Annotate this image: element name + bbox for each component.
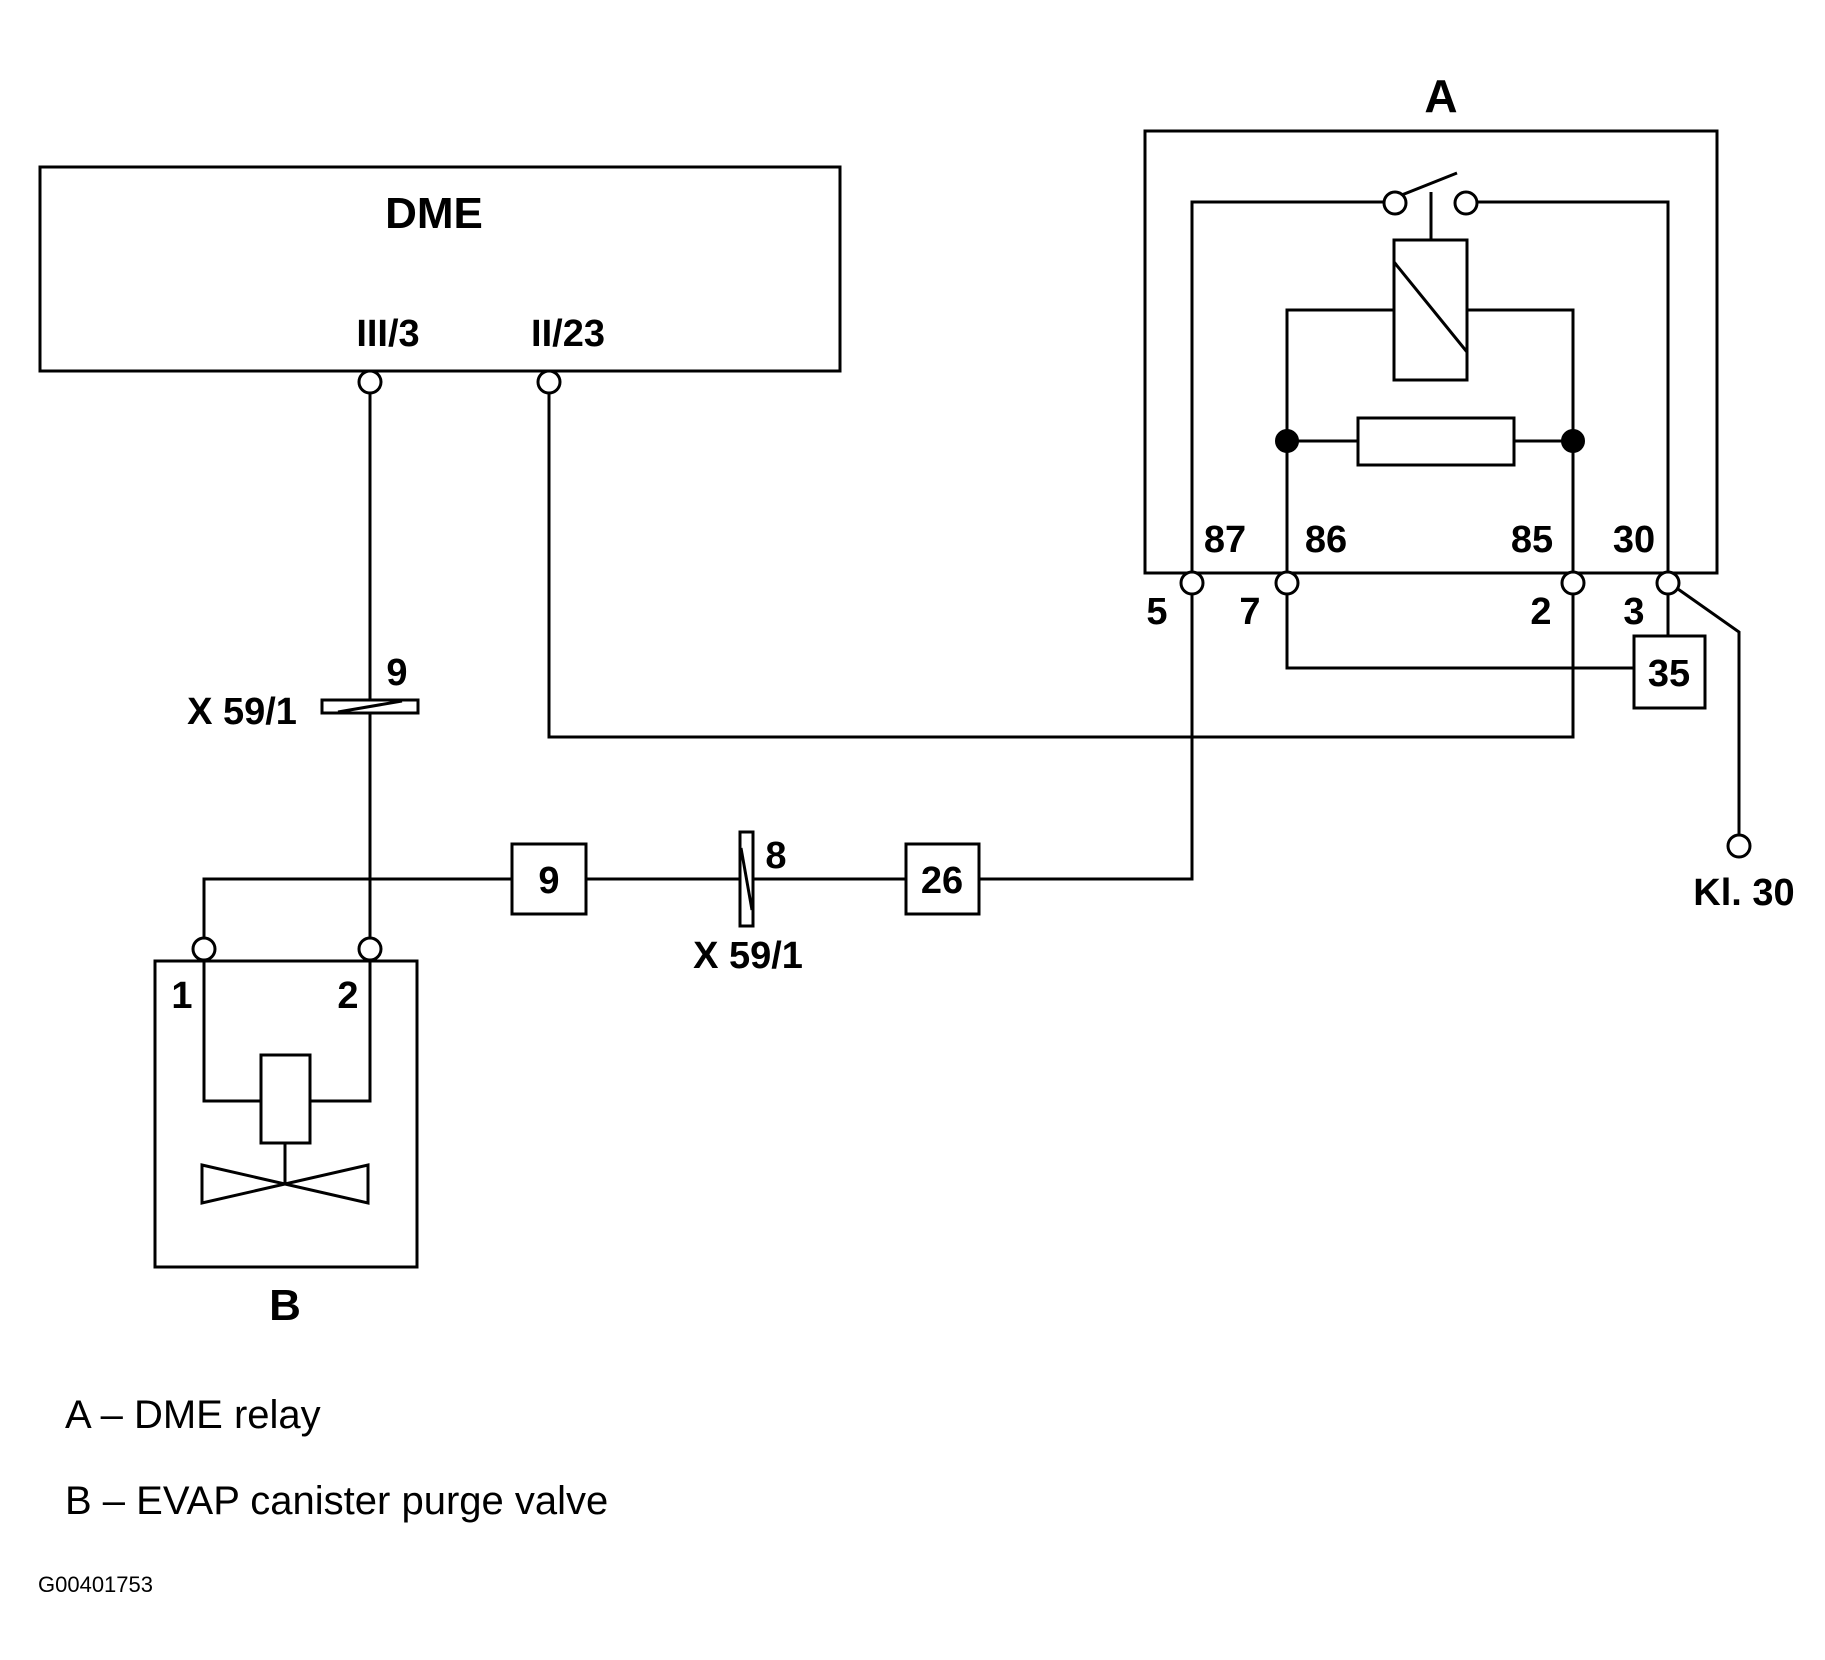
relay-switch-terminal-left (1382, 190, 1408, 216)
relay-terminal-2 (1560, 570, 1586, 596)
dme-pin-iii3-label: III/3 (356, 313, 419, 355)
connector-upper-pin: 9 (386, 652, 407, 694)
valve-wire-1 (202, 961, 261, 1103)
splice-9-label: 9 (538, 860, 559, 902)
wires (202, 393, 1741, 938)
valve-terminal-1 (191, 936, 217, 962)
dme-title: DME (385, 189, 483, 238)
relay-coil (1392, 238, 1469, 382)
connector-lower-hatch (739, 847, 754, 911)
splice-9-box (510, 842, 588, 916)
relay-pin-85-label: 85 (1511, 519, 1553, 561)
relay-wire-87 (1190, 200, 1384, 573)
relay-wire-86 (1285, 308, 1394, 573)
relay-pin-30-label: 30 (1613, 519, 1655, 561)
relay-resistor (1356, 416, 1516, 467)
legend-a: A – DME relay (65, 1393, 321, 1437)
valve-pin-2-label: 2 (337, 975, 358, 1017)
wire-splice26-to-relay-87 (979, 594, 1194, 881)
relay-node-right (1561, 429, 1585, 453)
legend-b: B – EVAP canister purge valve (65, 1479, 608, 1523)
relay-terminal-7 (1274, 570, 1300, 596)
wire-ii23-to-relay-85 (547, 393, 1575, 739)
splice-26-label: 26 (921, 860, 963, 902)
dme-pin-ii23-label: II/23 (531, 313, 605, 355)
relay-term-2-label: 2 (1530, 591, 1551, 633)
relay-term-3-label: 3 (1623, 591, 1644, 633)
purge-valve: 1 2 B (153, 936, 419, 1330)
splice-26: 26 (904, 842, 981, 916)
relay-terminal-5 (1179, 570, 1205, 596)
relay-pin-86-label: 86 (1305, 519, 1347, 561)
relay-node-left (1275, 429, 1299, 453)
figure-code: G00401753 (38, 1572, 153, 1597)
connector-lower-name: X 59/1 (693, 935, 803, 977)
relay-wire-30 (1476, 200, 1670, 573)
dme-terminal-ii23 (536, 369, 562, 395)
connector-lower-pin: 8 (765, 835, 786, 877)
connector-upper: 9 X 59/1 (187, 652, 420, 733)
relay-term-5-label: 5 (1146, 591, 1167, 633)
connector-upper-hatch (337, 699, 403, 714)
splice-9: 9 (510, 842, 588, 916)
connector-lower: 8 X 59/1 (693, 830, 803, 977)
valve-symbol (200, 1163, 370, 1205)
splice-35: 35 (1632, 634, 1707, 710)
relay-pin-87-label: 87 (1204, 519, 1246, 561)
wire-valve-pin1 (202, 877, 512, 938)
relay-coil-diagonal (1392, 261, 1469, 353)
valve-terminal-2 (357, 936, 383, 962)
relay-wire-85 (1467, 308, 1575, 573)
splice-26-box (904, 842, 981, 916)
legend: A – DME relay B – EVAP canister purge va… (65, 1393, 608, 1523)
relay-letter: A (1424, 70, 1457, 122)
splice-35-label: 35 (1648, 653, 1690, 695)
valve-pin-1-label: 1 (171, 975, 192, 1017)
valve-letter: B (269, 1281, 301, 1330)
dme-relay: A 87 86 85 30 5 7 2 3 (1143, 70, 1719, 633)
relay-switch-terminal-right (1453, 190, 1479, 216)
connector-upper-name: X 59/1 (187, 691, 297, 733)
kl30-terminal-circle (1726, 833, 1752, 859)
valve-wire-2 (310, 961, 372, 1103)
splice-35-box (1632, 634, 1707, 710)
relay-terminal-3 (1655, 570, 1681, 596)
kl30-label: Kl. 30 (1693, 872, 1794, 914)
dme-module: DME III/3 II/23 (38, 165, 842, 373)
wire-relay-86-to-splice35 (1285, 594, 1634, 670)
wire-relay-30-to-kl30 (1667, 580, 1741, 835)
relay-term-7-label: 7 (1239, 591, 1260, 633)
dme-terminal-iii3 (357, 369, 383, 395)
dme-box (38, 165, 842, 373)
valve-coil (259, 1053, 312, 1145)
kl30-terminal: Kl. 30 (1693, 833, 1795, 914)
